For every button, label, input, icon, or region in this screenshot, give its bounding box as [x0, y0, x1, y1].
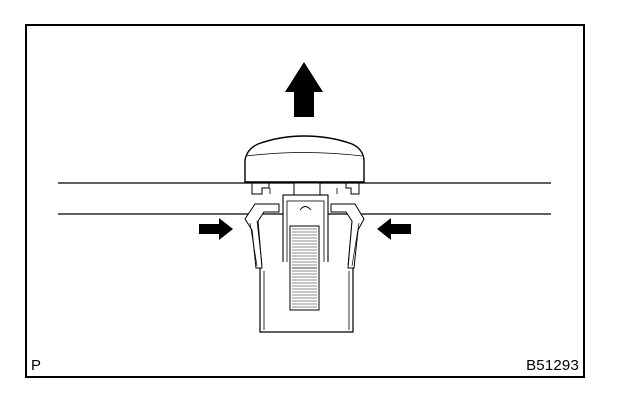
diagram-frame [25, 24, 585, 378]
center-stem-top [293, 182, 321, 196]
clip-head [244, 135, 365, 183]
figure-left-label: P [31, 357, 42, 374]
stem-notch [299, 206, 312, 211]
clip-head-shadow [245, 152, 363, 157]
figure-code-label: B51293 [526, 357, 579, 374]
slot-hatch [292, 228, 317, 308]
left-retaining-tab [251, 182, 270, 195]
up-arrow-icon [285, 62, 323, 117]
right-flex-leg-detail [347, 220, 360, 267]
press-left-arrow-icon [199, 218, 233, 240]
press-right-arrow-icon [377, 218, 411, 240]
right-flex-leg [330, 203, 365, 269]
left-flex-leg-detail [249, 220, 263, 267]
clip-body-inner-lines [263, 271, 350, 330]
right-retaining-tab [345, 182, 360, 195]
head-underside-details [269, 188, 338, 194]
